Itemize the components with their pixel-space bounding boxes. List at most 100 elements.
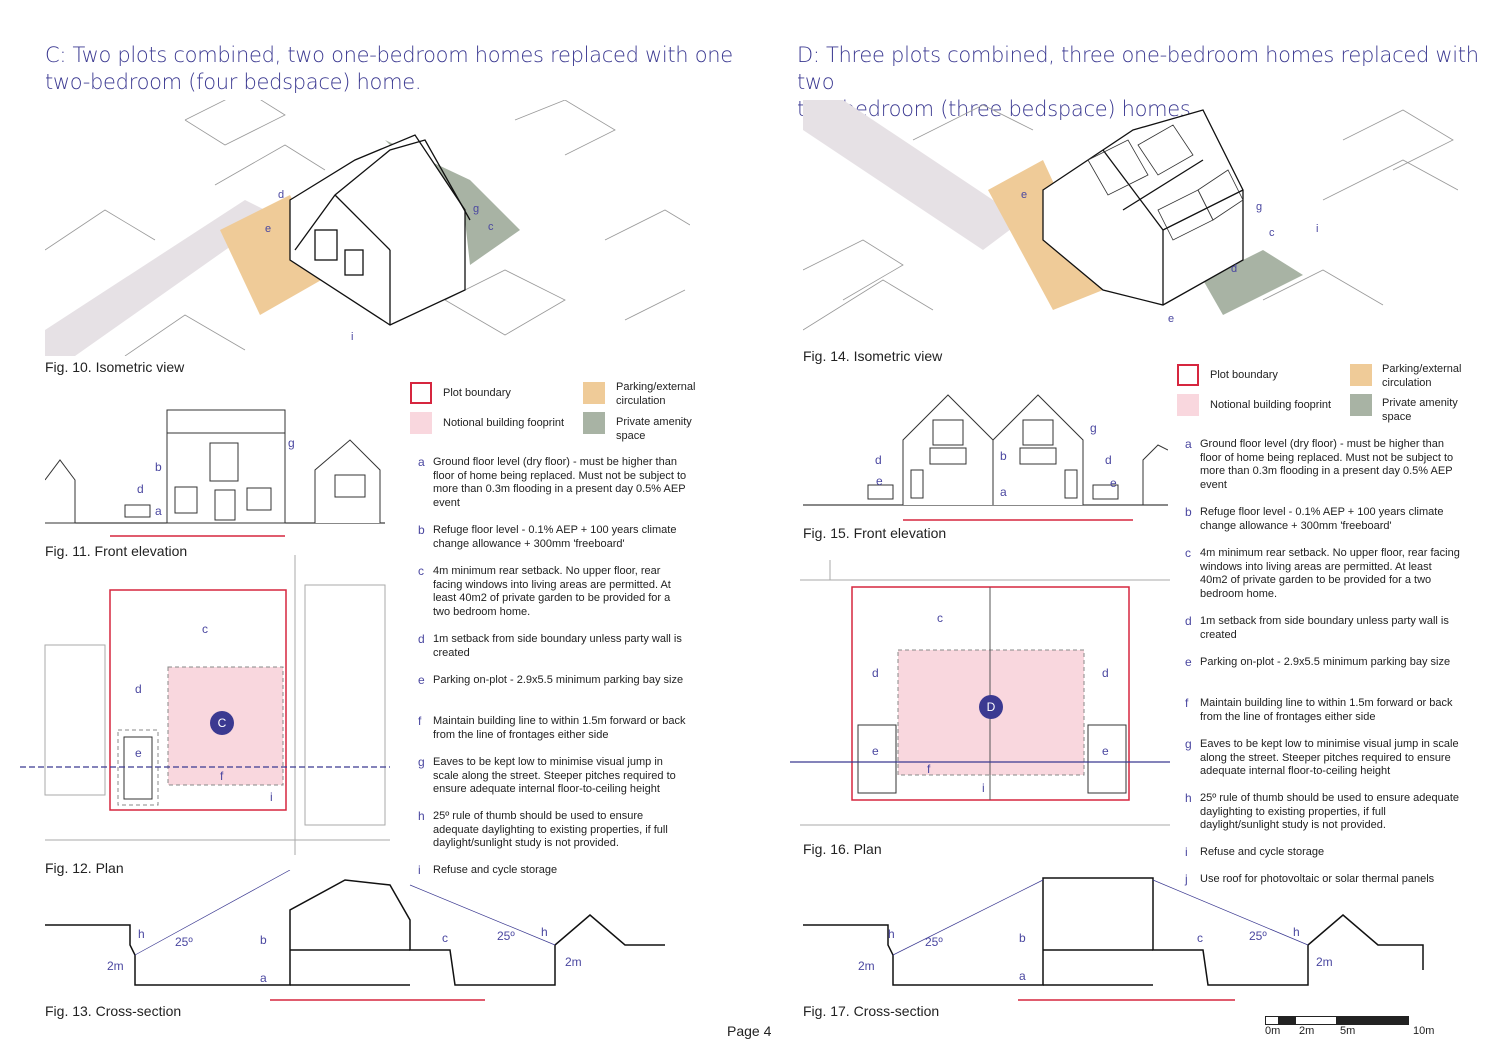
mark-c: c (488, 221, 494, 233)
mark-h: h (541, 925, 548, 939)
title-line: D: Three plots combined, three one-bedro… (797, 43, 1479, 94)
legend-label: Plot boundary (1210, 369, 1278, 381)
height-label: 2m (858, 959, 875, 973)
caption-fig14: Fig. 14. Isometric view (803, 348, 943, 364)
note-letter: c (418, 564, 424, 578)
cross-section-c: h 25º 2m b a c 25º h 2m (45, 870, 665, 1001)
note-text: 25º rule of thumb should be used to ensu… (1200, 792, 1460, 832)
note-text: Parking on-plot - 2.9x5.5 minimum parkin… (1200, 656, 1451, 668)
mark-b: b (1000, 449, 1007, 463)
plan-c: C c d e f i (20, 555, 390, 855)
note-text: Eaves to be kept low to minimise visual … (433, 756, 676, 796)
mark-c: c (937, 611, 943, 625)
mark-a: a (260, 971, 267, 985)
mark-e: e (876, 474, 883, 488)
mark-a: a (155, 504, 162, 518)
mark-g: g (1256, 201, 1262, 213)
scale-segment (1279, 1016, 1295, 1025)
mark-d: d (1231, 263, 1237, 275)
mark-a: a (1019, 969, 1026, 983)
title-line: C: Two plots combined, two one-bedroom h… (45, 43, 733, 67)
mark-e: e (1021, 189, 1027, 201)
note-letter: i (418, 863, 421, 877)
legend-label: Notional building fooprint (1210, 399, 1332, 411)
note-letter: h (1185, 791, 1192, 805)
legend-label: Notional building fooprint (443, 417, 565, 429)
mark-e: e (1110, 476, 1117, 490)
scale-segment (1295, 1016, 1337, 1025)
plot-boundary-swatch (410, 382, 432, 404)
caption-fig16: Fig. 16. Plan (803, 841, 882, 857)
front-elevation-d: d e b a g d e (803, 394, 1168, 521)
note-letter: f (1185, 696, 1189, 710)
mark-g: g (288, 436, 295, 450)
scale-segment (1337, 1016, 1409, 1025)
title-line: two-bedroom (four bedspace) home. (45, 70, 422, 94)
note-j: j Use roof for photovoltaic or solar ther… (1185, 872, 1460, 887)
note-text: Use roof for photovoltaic or solar therm… (1200, 873, 1435, 885)
angle-label: 25º (1249, 929, 1267, 943)
scale-segment (1265, 1016, 1279, 1025)
note-text: Maintain building line to within 1.5m fo… (433, 715, 686, 741)
note-b: b Refuge floor level - 0.1% AEP + 100 yea… (1185, 505, 1460, 533)
isometric-view-d: e g c i d e (803, 100, 1458, 331)
amenity-swatch (583, 412, 605, 434)
mark-d: d (137, 482, 144, 496)
mark-e: e (265, 223, 271, 235)
angle-label: 25º (925, 935, 943, 949)
note-letter: c (1185, 546, 1191, 560)
parking-swatch (583, 382, 605, 404)
caption-fig13: Fig. 13. Cross-section (45, 1003, 182, 1019)
page-number: Page 4 (727, 1023, 772, 1039)
note-letter: d (418, 632, 425, 646)
mark-b: b (1019, 931, 1026, 945)
legend-label: Parking/external circulation (616, 381, 696, 407)
note-text: Ground floor level (dry floor) - must be… (433, 456, 687, 510)
note-letter: e (418, 673, 425, 687)
cross-section-d: h 25º 2m b a c 25º h 2m (803, 877, 1424, 1001)
height-label: 2m (565, 955, 582, 969)
amenity-swatch (1350, 394, 1372, 416)
note-text: Refuge floor level - 0.1% AEP + 100 year… (1200, 506, 1444, 532)
mark-f: f (220, 769, 224, 783)
note-text: Eaves to be kept low to minimise visual … (1200, 738, 1459, 778)
note-text: Maintain building line to within 1.5m fo… (1200, 697, 1453, 723)
note-a: a Ground floor level (dry floor) - must b… (418, 455, 688, 511)
note-letter: h (418, 809, 425, 823)
parking-swatch (1350, 364, 1372, 386)
mark-d: d (1105, 453, 1112, 467)
height-label: 2m (1316, 955, 1333, 969)
note-text: Ground floor level (dry floor) - must be… (1200, 438, 1454, 492)
note-text: 25º rule of thumb should be used to ensu… (433, 810, 668, 850)
note-text: Refuge floor level - 0.1% AEP + 100 year… (433, 524, 677, 550)
note-letter: j (1185, 872, 1188, 886)
note-text: Refuse and cycle storage (433, 864, 558, 876)
mark-e: e (1102, 744, 1109, 758)
mark-i: i (270, 790, 273, 804)
note-text: 1m setback from side boundary unless par… (1200, 615, 1449, 641)
note-letter: a (418, 455, 425, 469)
note-letter: g (418, 755, 425, 769)
note-f: f Maintain building line to within 1.5m f… (418, 714, 688, 742)
plan-d: D c d d e e f i (790, 560, 1170, 826)
scale-label: 2m (1299, 1025, 1315, 1037)
note-letter: e (1185, 655, 1192, 669)
height-label: 2m (107, 959, 124, 973)
angle-label: 25º (175, 935, 193, 949)
note-h: h 25º rule of thumb should be used to ens… (418, 809, 688, 851)
note-g: g Eaves to be kept low to minimise visual… (418, 755, 688, 797)
note-letter: b (1185, 505, 1192, 519)
mark-h: h (1293, 925, 1300, 939)
note-letter: i (1185, 845, 1188, 859)
note-e: e Parking on-plot - 2.9x5.5 minimum parki… (1185, 655, 1460, 670)
note-letter: f (418, 714, 422, 728)
angle-label: 25º (497, 929, 515, 943)
legend-c: Plot boundary Notional building fooprint… (410, 380, 710, 442)
mark-d: d (135, 682, 142, 696)
